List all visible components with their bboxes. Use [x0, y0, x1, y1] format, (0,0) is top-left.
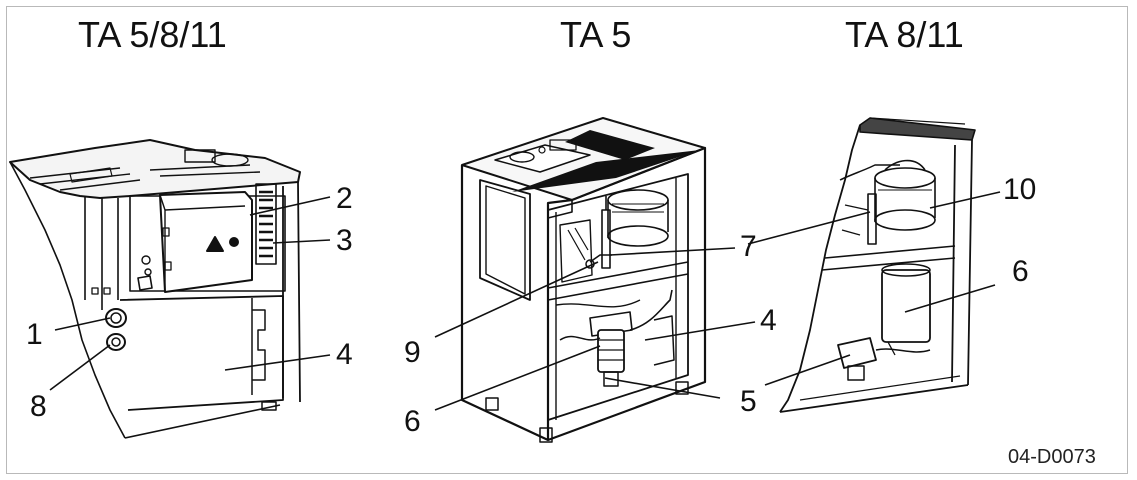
figure-frame — [6, 6, 1128, 474]
callout-7: 7 — [740, 230, 757, 263]
callout-4: 4 — [336, 338, 353, 371]
figure-code: 04-D0073 — [1008, 446, 1096, 468]
callout-2: 2 — [336, 182, 353, 215]
callout-5: 5 — [740, 385, 757, 418]
middle-callout-lines — [434, 247, 756, 411]
callout-9: 9 — [404, 336, 421, 369]
title-ta-5-8-11: TA 5/8/11 — [78, 14, 227, 55]
callout-6: 6 — [1012, 255, 1029, 288]
callout-8: 8 — [30, 390, 47, 423]
title-ta-5: TA 5 — [560, 14, 632, 55]
middle-dryer-illustration — [460, 117, 707, 443]
callout-10: 10 — [1003, 173, 1037, 206]
left-callout-lines — [49, 196, 331, 391]
left-dryer-illustration — [9, 139, 301, 439]
title-ta-8-11: TA 8/11 — [845, 14, 964, 55]
right-callout-lines — [747, 191, 1001, 386]
callout-3: 3 — [336, 224, 353, 257]
callout-6: 6 — [404, 405, 421, 438]
callout-4: 4 — [760, 304, 777, 337]
right-dryer-illustration — [779, 117, 976, 413]
callout-1: 1 — [26, 318, 43, 351]
